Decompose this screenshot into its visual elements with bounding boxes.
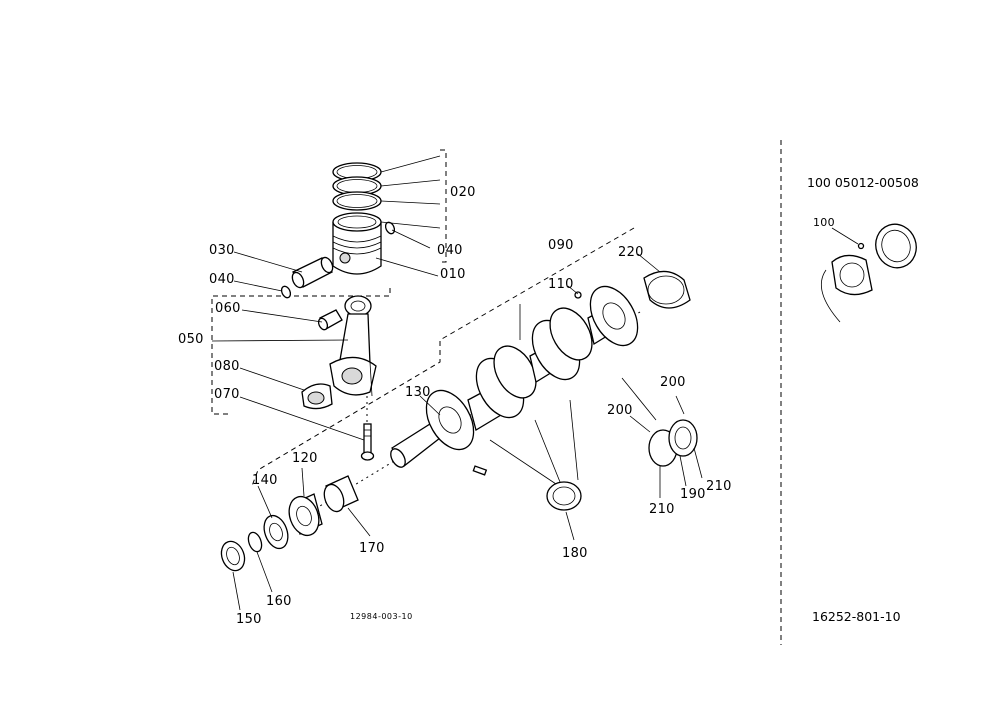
callout-010[interactable]: 010 xyxy=(440,267,466,282)
callout-120[interactable]: 120 xyxy=(292,451,318,466)
callout-030[interactable]: 030 xyxy=(209,243,235,258)
callout-080[interactable]: 080 xyxy=(214,359,240,374)
pin-clip-left xyxy=(280,285,292,299)
rod-bearing xyxy=(301,383,333,410)
main-bearing-220 xyxy=(643,270,691,309)
group-050-bracket xyxy=(211,288,391,415)
front-gear xyxy=(263,514,289,550)
callout-150[interactable]: 150 xyxy=(236,612,262,627)
callout-210-right[interactable]: 210 xyxy=(706,479,732,494)
connecting-rod xyxy=(329,295,377,397)
callout-050[interactable]: 050 xyxy=(178,332,204,347)
callout-160[interactable]: 160 xyxy=(266,594,292,609)
o-ring xyxy=(247,531,263,553)
main-bearing-180 xyxy=(546,481,582,511)
leader-lines xyxy=(211,155,859,611)
piston-pin xyxy=(291,256,334,289)
group-020-bracket xyxy=(440,149,447,263)
callout-200-upper[interactable]: 200 xyxy=(660,375,686,390)
crank-key xyxy=(472,465,488,476)
callout-170[interactable]: 170 xyxy=(359,541,385,556)
oil-seal xyxy=(220,540,246,572)
callout-100[interactable]: 100 xyxy=(813,216,835,229)
drawing-code: 12984-003-10 xyxy=(350,612,413,621)
inset-bearing-detail xyxy=(821,223,917,323)
inset-title: 100 05012-00508 xyxy=(807,175,919,190)
crank-gear xyxy=(288,493,323,537)
callout-130[interactable]: 130 xyxy=(405,385,431,400)
small-end-bushing xyxy=(317,309,343,331)
callout-190[interactable]: 190 xyxy=(680,487,706,502)
group-090-boundary xyxy=(251,227,635,487)
crankshaft xyxy=(309,285,641,513)
rod-bolt xyxy=(360,423,375,461)
figure-number: 16252-801-10 xyxy=(812,609,901,624)
callout-110[interactable]: 110 xyxy=(548,277,574,292)
callout-070[interactable]: 070 xyxy=(214,387,240,402)
callout-040-right[interactable]: 040 xyxy=(437,243,463,258)
piston xyxy=(332,212,382,275)
callout-200-lower[interactable]: 200 xyxy=(607,403,633,418)
callout-140[interactable]: 140 xyxy=(252,473,278,488)
piston-rings xyxy=(332,162,382,211)
callout-220[interactable]: 220 xyxy=(618,245,644,260)
callout-090[interactable]: 090 xyxy=(548,238,574,253)
callout-180[interactable]: 180 xyxy=(562,546,588,561)
dowel-pin xyxy=(574,291,582,299)
callout-210-left[interactable]: 210 xyxy=(649,502,675,517)
collar-170 xyxy=(323,475,359,513)
rear-bearing-case xyxy=(648,419,698,467)
callout-060[interactable]: 060 xyxy=(215,301,241,316)
callout-020[interactable]: 020 xyxy=(450,185,476,200)
callout-040-left[interactable]: 040 xyxy=(209,272,235,287)
